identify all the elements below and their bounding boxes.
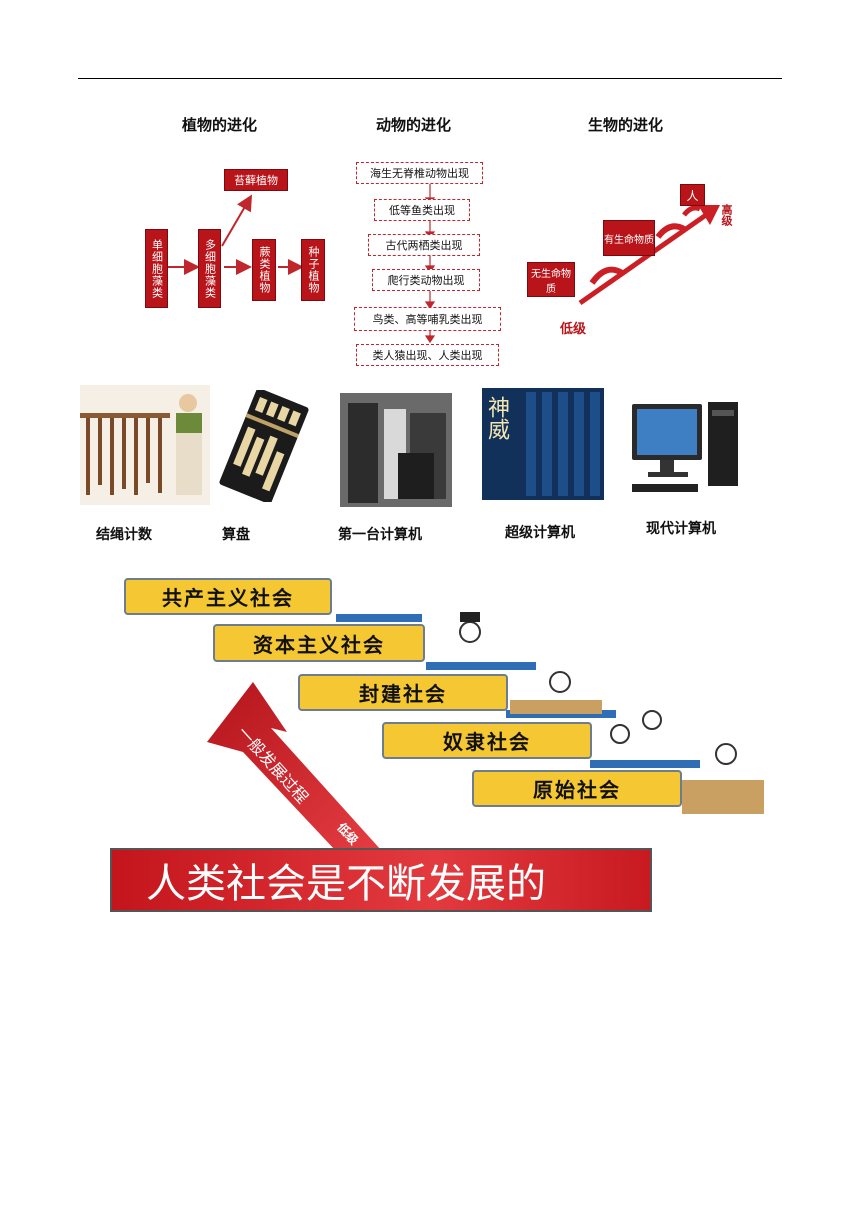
life-nonliving-matter: 无生命物质 [527, 262, 575, 297]
stage-capitalism: 资本主义社会 [213, 624, 425, 662]
plant-multi-cell-algae: 多细胞藻类 [198, 229, 221, 308]
plant-seed: 种子植物 [301, 239, 325, 301]
plant-single-cell-algae: 单细胞藻类 [145, 229, 168, 308]
caption-supercomputer: 超级计算机 [505, 525, 575, 541]
animal-evolution-title: 动物的进化 [376, 116, 452, 134]
supercomputer-logo-text: 神威 [484, 396, 509, 440]
plant-fern: 蕨类植物 [252, 239, 276, 301]
animal-step-5: 鸟类、高等哺乳类出现 [354, 307, 501, 331]
society-banner: 人类社会是不断发展的 [110, 848, 652, 912]
modern-computer-image [628, 398, 744, 498]
plant-evolution-arrows [168, 194, 304, 275]
knotted-rope-image [80, 385, 210, 505]
first-computer-image [340, 393, 452, 507]
life-evolution-arrow [578, 205, 720, 306]
life-low-label: 低级 [560, 322, 587, 337]
supercomputer-image: 神威 [482, 388, 604, 500]
stage-feudalism: 封建社会 [298, 674, 508, 711]
caption-first-computer: 第一台计算机 [338, 527, 422, 543]
stair-background [336, 612, 764, 814]
life-evolution-title: 生物的进化 [588, 116, 664, 134]
stage-slavery: 奴隶社会 [382, 722, 592, 759]
stage-primitive: 原始社会 [472, 770, 682, 807]
development-arrow [207, 682, 381, 850]
stage-communism: 共产主义社会 [124, 578, 332, 615]
animal-step-4: 爬行类动物出现 [372, 269, 480, 291]
animal-step-1: 海生无脊椎动物出现 [356, 162, 483, 184]
caption-abacus: 算盘 [222, 527, 250, 543]
plant-evolution-title: 植物的进化 [182, 116, 258, 134]
plant-moss: 苔藓植物 [224, 169, 288, 191]
animal-step-3: 古代两栖类出现 [368, 234, 480, 256]
life-high-label: 高级 [720, 204, 733, 226]
life-human: 人 [680, 184, 705, 206]
caption-modern-computer: 现代计算机 [646, 521, 716, 537]
abacus-image [218, 390, 310, 502]
life-living-matter: 有生命物质 [603, 220, 655, 256]
animal-step-2: 低等鱼类出现 [374, 199, 470, 221]
header-rule [78, 78, 782, 79]
animal-step-6: 类人猿出现、人类出现 [356, 344, 499, 366]
caption-knotted-rope: 结绳计数 [96, 527, 152, 543]
